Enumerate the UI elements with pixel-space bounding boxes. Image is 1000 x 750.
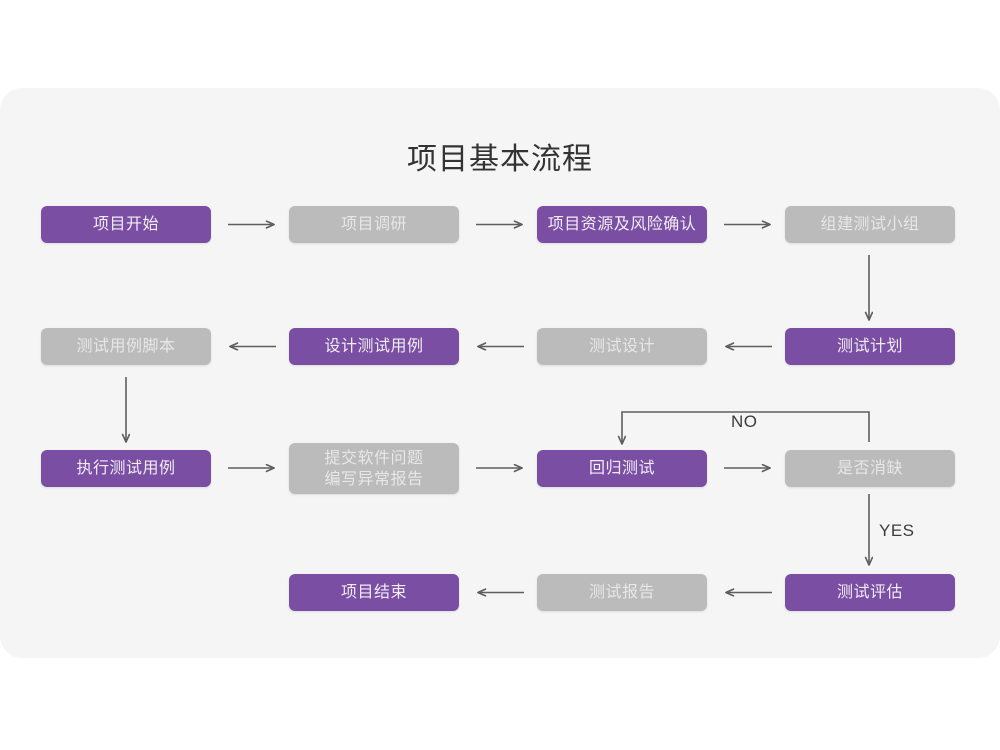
node-project-end[interactable]: 项目结束 <box>289 574 459 611</box>
node-test-case-script[interactable]: 测试用例脚本 <box>41 328 211 365</box>
node-test-design[interactable]: 测试设计 <box>537 328 707 365</box>
node-submit-issue-report[interactable]: 提交软件问题 编写异常报告 <box>289 443 459 494</box>
node-project-start[interactable]: 项目开始 <box>41 206 211 243</box>
node-execute-test-case[interactable]: 执行测试用例 <box>41 450 211 487</box>
node-test-evaluation[interactable]: 测试评估 <box>785 574 955 611</box>
flowchart-card <box>0 88 1000 658</box>
edge-label-no: NO <box>731 412 758 431</box>
node-form-test-team[interactable]: 组建测试小组 <box>785 206 955 243</box>
node-test-report[interactable]: 测试报告 <box>537 574 707 611</box>
node-regression-test[interactable]: 回归测试 <box>537 450 707 487</box>
node-design-test-case[interactable]: 设计测试用例 <box>289 328 459 365</box>
edge-label-yes: YES <box>879 521 915 540</box>
node-defect-cleared[interactable]: 是否消缺 <box>785 450 955 487</box>
node-resource-risk-confirm[interactable]: 项目资源及风险确认 <box>537 206 707 243</box>
node-project-research[interactable]: 项目调研 <box>289 206 459 243</box>
page-title: 项目基本流程 <box>407 143 593 176</box>
node-test-plan[interactable]: 测试计划 <box>785 328 955 365</box>
